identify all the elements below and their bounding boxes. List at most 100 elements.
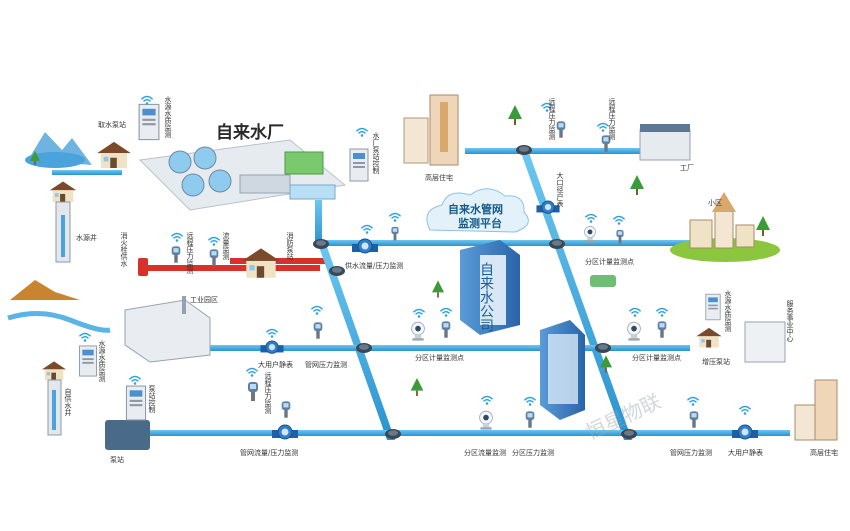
pipe-fire-row (140, 265, 320, 271)
district-wifi-top-icon (584, 213, 598, 223)
pipe-fire-branch (230, 258, 330, 264)
big-user-meter-bottom-icon (732, 424, 758, 440)
district-camera-right (627, 321, 641, 342)
district-center: 分区计量监测点 (411, 307, 464, 362)
node-plant (313, 239, 329, 249)
label-district-meter-right: 分区计量监测点 (632, 353, 681, 362)
pipe-flow-meter-bottom (272, 424, 298, 440)
supply-wifi-icon (360, 224, 374, 234)
label-remote-pressure-top1: 远程压力监测 (548, 98, 556, 141)
fire-hydrant-icon (138, 258, 148, 276)
label-pump-control-left: 泵站控制 (148, 385, 156, 414)
pipe-source-spacer (60, 330, 80, 370)
center-highrise (540, 320, 585, 420)
label-raw-pump-station: 取水泵站 (98, 120, 126, 129)
company-name: 自来水公司 (478, 262, 494, 332)
label-water-source-monitor-right: 水源水质监测 (98, 339, 106, 383)
label-pipe-pressure-bottom: 管网压力监测 (670, 448, 712, 457)
fire-pump-house (242, 248, 280, 278)
pipe-supply-row (320, 240, 690, 246)
big-user-meter-mid-icon (260, 340, 284, 354)
water-plant: 自来水厂 水厂泵站控制 (138, 122, 380, 211)
supply-wifi2-icon (388, 212, 402, 222)
mid-wifi2-icon (310, 305, 324, 315)
raw-pump-house (97, 141, 131, 168)
plant-title: 自来水厂 (216, 122, 284, 143)
bottom-wifi1-icon (245, 367, 259, 377)
label-community: 小区 (708, 198, 722, 207)
district-right: 分区计量监测点 增压泵站 水源水质监测 服务事业中心 (627, 289, 794, 366)
tree-mid-icon (432, 280, 444, 298)
flow-wifi-icon (207, 236, 221, 246)
node-mid-left (356, 343, 372, 353)
pump-wifi-icon (128, 375, 142, 385)
pipe-pressure-sensor-right (689, 411, 699, 428)
bottom-wifi4-icon (686, 396, 700, 406)
district-sensor-right (657, 321, 667, 338)
pump-control-cabinet (125, 385, 147, 421)
industrial-building (124, 299, 211, 363)
right-wifi2-icon (655, 307, 669, 317)
pipe-trunk-left (318, 244, 395, 440)
label-flow-monitor: 流量监测 (222, 231, 230, 261)
service-center-building (744, 321, 786, 363)
pipe-middle-row (200, 345, 690, 351)
fire-wifi-icon (170, 232, 184, 242)
center-wifi2-icon (439, 307, 453, 317)
right-wifi1-icon (628, 307, 642, 317)
source-monitor-cabinet (138, 103, 160, 141)
pipe-pressure-sensor-bottom (281, 401, 291, 418)
platform-line2: 监测平台 (458, 216, 502, 230)
mid-wifi1-icon (265, 328, 279, 338)
district-flow-camera (479, 410, 493, 431)
label-remote-pressure-bottom: 远程压力监测 (264, 372, 272, 415)
node-bottom-left (385, 429, 401, 439)
tree-top-icon (508, 105, 522, 125)
district-camera-top (584, 226, 596, 243)
bottom-row: 远程压力监测 管网流量/压力监测 分区流量监测 分区压力监测 管网压力监测 大用… (240, 367, 838, 457)
community-tree-icon (756, 216, 770, 236)
label-factory-top: 工厂 (680, 164, 694, 172)
flow-sensor (209, 249, 219, 266)
label-fire-hydrant: 消火栓供水 (120, 231, 128, 267)
node-top (516, 145, 532, 155)
district-sensor-center (441, 321, 451, 338)
district-camera-center (411, 321, 425, 342)
label-water-well-left: 自供水井 (64, 387, 72, 417)
supply-monitor: 供水流量/压力监测 (345, 212, 403, 270)
district-pressure-sensor-bottom (525, 411, 535, 428)
pressure-sensor-left (171, 246, 181, 263)
label-big-user-meter-bottom: 大用户静表 (728, 448, 763, 457)
left-cabinet (79, 345, 97, 377)
label-residence-bottom: 高层住宅 (810, 448, 838, 457)
pump-unit (105, 420, 150, 450)
booster-cabinet (705, 293, 721, 321)
palm-icon (630, 175, 644, 195)
monitoring-platform: 自来水管网 监测平台 自来水公司 (426, 188, 529, 335)
park-patch (590, 275, 616, 287)
label-industrial-park: 工业园区 (190, 295, 218, 304)
label-pump-station-left: 泵站 (110, 455, 124, 464)
pipe-source-left (52, 170, 122, 175)
node-mid-right (595, 343, 611, 353)
label-big-user-meter-mid: 大用户静表 (258, 360, 293, 369)
water-source-area: 取水泵站 水源水质监测 水源井 水源水质监测 自供水井 泵站 泵站控制 (7, 95, 172, 464)
supply-pressure-sensor (391, 226, 399, 241)
tree-bottom-icon (410, 378, 424, 396)
left-well-house (42, 361, 66, 380)
industrial-park: 工业园区 大用户静表 管网压力监测 (124, 295, 347, 369)
label-service-center: 服务事业中心 (786, 300, 794, 342)
label-district-pressure-bottom: 分区压力监测 (512, 448, 554, 457)
pipe-top-right (465, 148, 670, 154)
pipe-pressure-mid-sensor (313, 322, 323, 339)
label-remote-pressure-left: 远程压力监测 (186, 232, 194, 275)
label-water-source-monitor-right2: 水源水质监测 (724, 289, 732, 333)
label-district-meter-top: 分区计量监测点 (585, 257, 634, 266)
fire-section: 消火栓供水 远程压力监测 流量监测 消防泵站 (120, 231, 294, 278)
label-water-source-well: 水源井 (76, 233, 97, 242)
pipe-trunk-right (520, 150, 632, 440)
pipe-plant-down (315, 200, 322, 245)
residence-bottom-building (814, 379, 838, 441)
